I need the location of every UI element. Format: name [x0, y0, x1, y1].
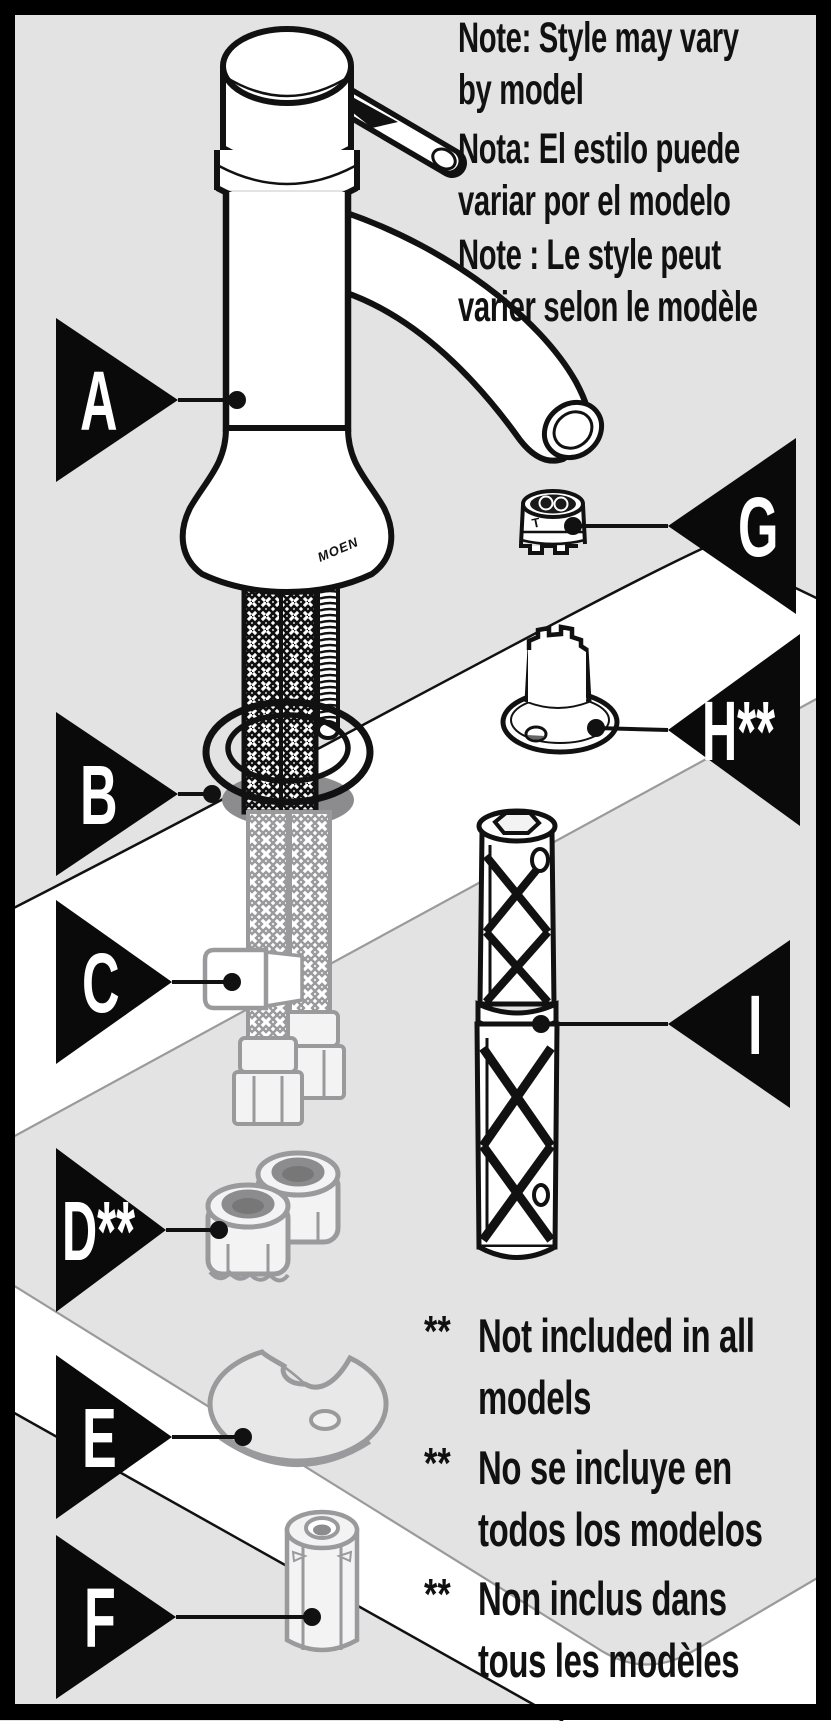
hose-tag-part-c — [202, 947, 304, 1011]
inclusion-note-en-line2: models — [478, 1371, 591, 1424]
callout-c-triangle — [56, 900, 172, 1064]
hose-connectors-part-d — [205, 1150, 341, 1283]
callout-e-triangle — [56, 1355, 172, 1519]
callout-a: A — [56, 318, 246, 482]
callout-f: F — [56, 1535, 321, 1699]
callout-f-triangle — [56, 1535, 176, 1699]
style-note-es: Nota: El estilo puede variar por el mode… — [458, 124, 740, 224]
inclusion-note-fr-marker: ** — [424, 1570, 451, 1619]
faucet-cap — [220, 26, 354, 169]
upper-counter-panel — [0, 0, 831, 915]
leader-dot-e — [234, 1428, 252, 1446]
callout-c-label: C — [82, 936, 120, 1030]
callout-d-triangle — [56, 1148, 166, 1312]
inclusion-note-fr: ** Non inclus dans tous les modèles — [424, 1570, 740, 1687]
mounting-nut-part-f — [284, 1509, 360, 1653]
style-note-fr-line1: Note : Le style peut — [458, 230, 721, 278]
callout-b: B — [56, 712, 221, 876]
callout-g-triangle — [668, 438, 796, 614]
leader-dot-c — [223, 973, 241, 991]
callout-d: D** — [56, 1148, 228, 1312]
style-note-en-line1: Note: Style may vary — [458, 13, 739, 61]
style-note-fr-line2: varier selon le modèle — [458, 282, 758, 330]
callout-b-triangle — [56, 712, 178, 876]
style-note-es-line2: variar por el modelo — [458, 176, 731, 224]
leader-dot-d — [210, 1221, 228, 1239]
counter-front-edge-line — [0, 544, 831, 917]
inclusion-note-en: ** Not included in all models — [424, 1307, 755, 1424]
faucet-spout — [341, 207, 605, 464]
callout-h-label: H** — [702, 684, 775, 778]
inclusion-note-en-line1: Not included in all — [478, 1309, 755, 1362]
style-note-en: Note: Style may vary by model — [458, 13, 740, 113]
leader-dot-a — [228, 391, 246, 409]
leader-dot-h — [587, 719, 605, 737]
inclusion-note-es-line1: No se incluye en — [478, 1441, 732, 1494]
callout-h: H** — [587, 634, 800, 826]
style-note-en-line2: by model — [458, 65, 584, 113]
callout-d-label: D** — [62, 1184, 135, 1278]
aerator-key-part-h — [500, 624, 620, 755]
callout-g-label: G — [738, 480, 779, 574]
middle-panel-bottom-edge-line — [0, 1276, 831, 1666]
middle-counter-panel — [0, 691, 831, 1665]
callout-i-triangle — [668, 940, 790, 1108]
callout-g: G — [564, 438, 796, 614]
middle-panel-top-edge-line — [0, 690, 831, 1145]
inclusion-note-en-marker: ** — [424, 1307, 451, 1356]
callout-f-label: F — [84, 1571, 116, 1665]
callout-e-label: E — [82, 1391, 117, 1485]
faucet-body — [222, 192, 352, 432]
leader-dot-b — [203, 785, 221, 803]
faucet-part-a: MOEN — [179, 26, 605, 596]
callout-h-triangle — [668, 634, 800, 826]
callout-a-label: A — [80, 354, 118, 448]
leader-dot-g — [564, 517, 582, 535]
leader-dot-i — [532, 1015, 550, 1033]
mounting-washer-part-e — [207, 1349, 389, 1467]
style-note-fr: Note : Le style peut varier selon le mod… — [458, 230, 758, 330]
callout-c: C — [56, 900, 241, 1064]
callout-i-label: I — [748, 978, 762, 1072]
aerator-marking: T — [531, 515, 542, 531]
inclusion-note-es-line2: todos los modelos — [478, 1503, 763, 1556]
callout-b-label: B — [80, 748, 118, 842]
callout-e: E — [56, 1355, 252, 1519]
inclusion-note-fr-line2: tous les modèles — [478, 1634, 739, 1687]
install-tool-part-i — [474, 808, 560, 1260]
callout-a-triangle — [56, 318, 178, 482]
inclusion-note-fr-line1: Non inclus dans — [478, 1572, 727, 1625]
callout-i: I — [532, 940, 790, 1108]
escutcheon-ring-part-b — [202, 698, 374, 806]
aerator-part-g: T — [519, 489, 587, 555]
style-note-es-line1: Nota: El estilo puede — [458, 124, 740, 172]
leader-dot-f — [303, 1608, 321, 1626]
faucet-base-bell: MOEN — [179, 425, 395, 596]
inclusion-note-es-marker: ** — [424, 1439, 451, 1488]
inclusion-note-es: ** No se incluye en todos los modelos — [424, 1439, 763, 1556]
